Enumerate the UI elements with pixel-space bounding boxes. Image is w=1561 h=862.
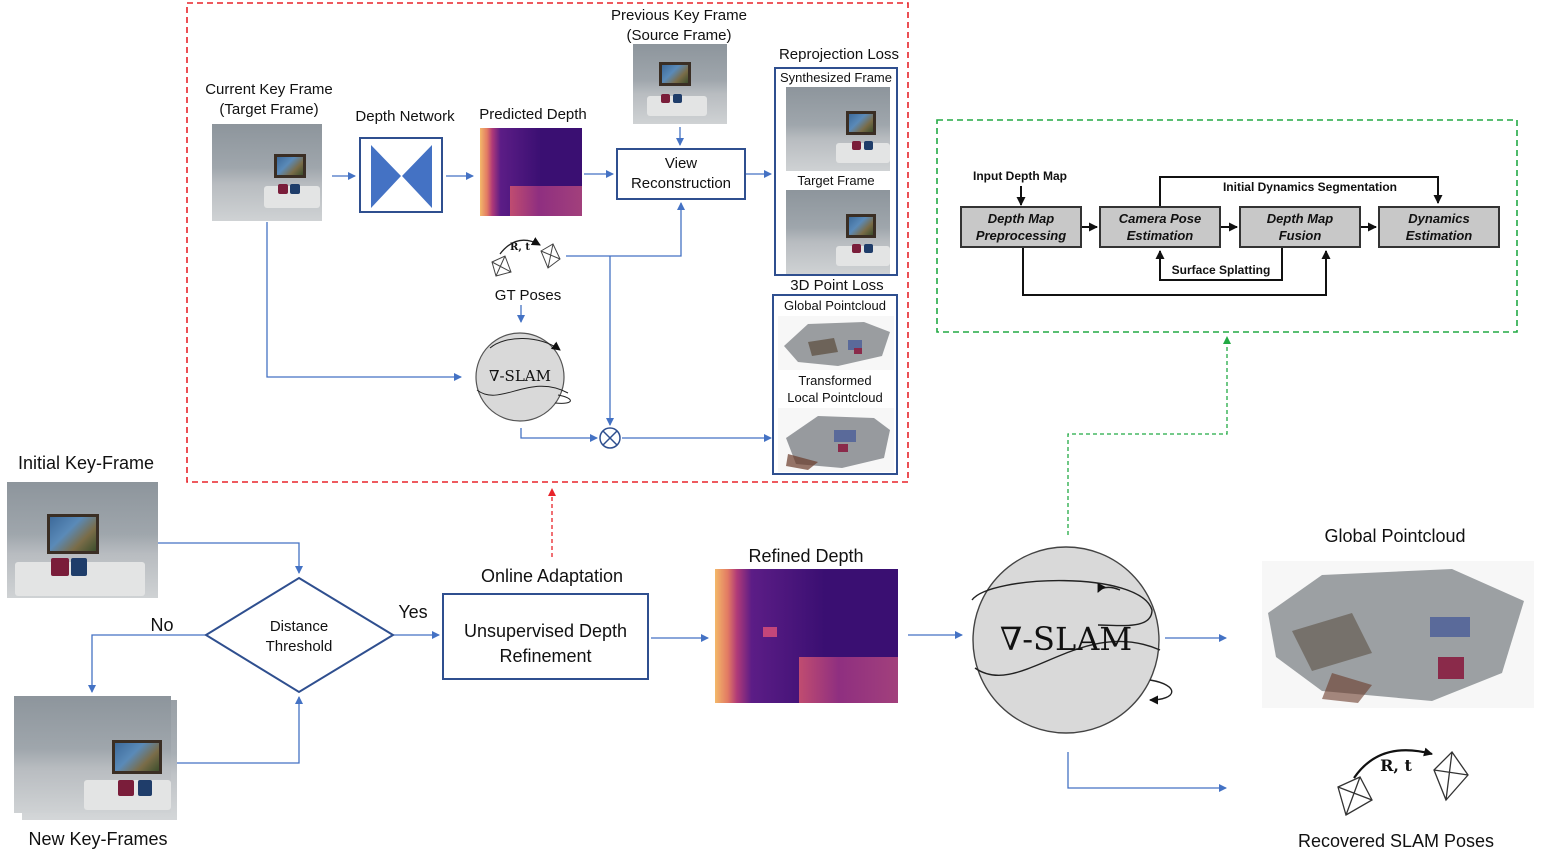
synthesized-frame-label: Synthesized Frame (780, 70, 892, 85)
view-reconstruction-box: View Reconstruction (616, 148, 746, 200)
transformed-pointcloud-label: Transformed Local Pointcloud (774, 372, 896, 406)
predicted-depth-label: Predicted Depth (479, 106, 587, 123)
slam-sphere-small (475, 332, 571, 422)
node-1-line2: Estimation (1126, 228, 1194, 243)
predicted-depth-image (480, 128, 582, 216)
initial-key-frame-label: Initial Key-Frame (17, 453, 155, 473)
reprojection-loss-label: Reprojection Loss (778, 46, 900, 63)
slam-sphere-large (971, 546, 1173, 734)
gt-poses-label: GT Poses (494, 287, 562, 304)
depth-network-box (359, 137, 443, 213)
new-key-frames-label: New Key-Frames (28, 829, 168, 849)
initial-dynamics-segmentation-label: Initial Dynamics Segmentation (1222, 180, 1398, 194)
input-depth-map-label: Input Depth Map (973, 169, 1067, 183)
distance-line2: Threshold (265, 638, 333, 655)
global-pointcloud-label: Global Pointcloud (1324, 526, 1466, 546)
depth-network-bowtie (371, 145, 401, 208)
view-reconstruction-line2: Reconstruction (630, 175, 732, 192)
initial-key-frame-image (7, 482, 158, 598)
previous-key-frame-label: Previous Key Frame (Source Frame) (600, 6, 758, 46)
previous-key-frame-line2: (Source Frame) (626, 27, 732, 44)
slam-large-label: ∇-SLAM (999, 620, 1133, 658)
refinement-line2: Refinement (499, 646, 592, 666)
previous-key-frame-line1: Previous Key Frame (611, 7, 747, 24)
current-key-frame-line1: Current Key Frame (205, 81, 333, 98)
surface-splatting-label: Surface Splatting (1171, 263, 1271, 277)
target-frame-image (212, 124, 322, 221)
transformed-line1: Transformed (798, 373, 872, 388)
slam-panel-border (936, 119, 1518, 333)
node-3-line1: Dynamics (1408, 211, 1470, 226)
node-1-line1: Camera Pose (1118, 211, 1202, 226)
distance-threshold-diamond (204, 576, 395, 694)
node-3-line2: Estimation (1405, 228, 1473, 243)
transformed-line2: Local Pointcloud (787, 390, 883, 405)
global-pointcloud-small-image (778, 316, 894, 370)
current-key-frame-label: Current Key Frame (Target Frame) (196, 80, 342, 120)
depth-network-label: Depth Network (355, 108, 455, 125)
reprojection-loss-box: Synthesized Frame Target Frame (774, 67, 898, 276)
source-frame-image (633, 44, 727, 124)
view-reconstruction-line1: View (664, 155, 698, 172)
point-loss-label: 3D Point Loss (790, 277, 884, 294)
slam-small-label: ∇-SLAM (489, 367, 551, 385)
node-2-line2: Fusion (1278, 228, 1322, 243)
target-frame-small-image (786, 190, 890, 274)
adaptation-panel-border (186, 2, 909, 483)
recovered-poses-cameras (1337, 747, 1469, 816)
current-key-frame-line2: (Target Frame) (219, 101, 319, 118)
gt-rt-label: R, t (510, 242, 530, 253)
no-label: No (150, 615, 174, 635)
yes-label: Yes (398, 602, 428, 622)
target-frame-label: Target Frame (797, 173, 875, 188)
new-key-frames-image (14, 696, 171, 813)
recovered-poses-label: Recovered SLAM Poses (1297, 831, 1495, 851)
refined-depth-image (715, 569, 898, 703)
node-0-line2: Preprocessing (975, 228, 1067, 243)
distance-line1: Distance (269, 618, 329, 635)
transformed-pointcloud-image (778, 408, 894, 472)
refinement-line1: Unsupervised Depth (463, 621, 628, 641)
point-loss-box: Global Pointcloud Transformed Local Poin… (772, 294, 898, 475)
global-pointcloud-small-label: Global Pointcloud (784, 298, 886, 313)
node-2-line1: Depth Map (1266, 211, 1334, 226)
distance-threshold-label: Distance Threshold (240, 617, 358, 657)
gt-poses-cameras (491, 237, 561, 277)
online-adaptation-label: Online Adaptation (480, 566, 624, 586)
unsupervised-refinement-box: Unsupervised Depth Refinement (442, 593, 649, 680)
node-0-line1: Depth Map (987, 211, 1055, 226)
global-pointcloud-image (1262, 561, 1534, 708)
refined-depth-label: Refined Depth (748, 546, 864, 566)
synthesized-frame-image (786, 87, 890, 171)
recovered-rt-label: R, t (1380, 756, 1412, 775)
